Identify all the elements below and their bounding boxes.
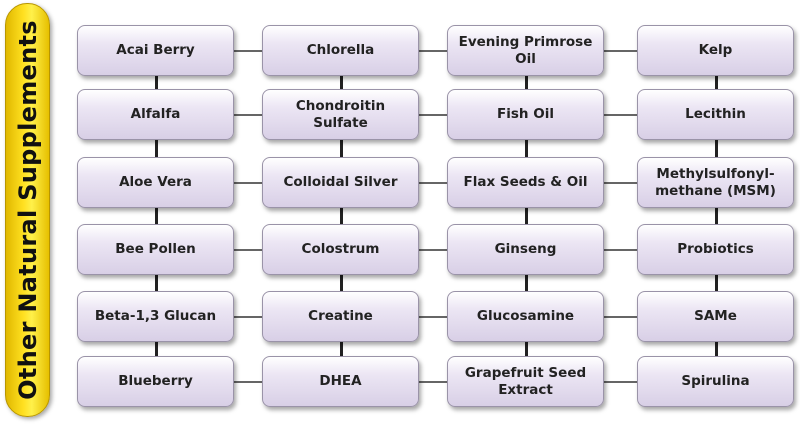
vertical-connector [714, 76, 718, 89]
vertical-connector [154, 342, 158, 356]
vertical-connector [524, 342, 528, 356]
supplement-box: Alfalfa [77, 89, 234, 140]
supplement-box: Lecithin [637, 89, 794, 140]
vertical-connector [714, 140, 718, 157]
horizontal-connector [234, 181, 262, 184]
supplement-box: Colostrum [262, 224, 419, 275]
horizontal-connector [234, 248, 262, 251]
supplement-box: Chondroitin Sulfate [262, 89, 419, 140]
supplement-box: Kelp [637, 25, 794, 76]
horizontal-connector [604, 181, 637, 184]
vertical-connector [339, 275, 343, 291]
horizontal-connector [419, 380, 447, 383]
supplement-box: Chlorella [262, 25, 419, 76]
vertical-connector [154, 275, 158, 291]
vertical-connector [714, 208, 718, 224]
vertical-connector [714, 342, 718, 356]
horizontal-connector [234, 380, 262, 383]
horizontal-connector [604, 248, 637, 251]
vertical-connector [154, 208, 158, 224]
horizontal-connector [419, 248, 447, 251]
category-banner: Other Natural Supplements [5, 3, 50, 417]
horizontal-connector [604, 49, 637, 52]
vertical-connector [154, 76, 158, 89]
vertical-connector [339, 76, 343, 89]
supplement-box: Evening Primrose Oil [447, 25, 604, 76]
horizontal-connector [419, 113, 447, 116]
horizontal-connector [234, 49, 262, 52]
supplement-box: Bee Pollen [77, 224, 234, 275]
supplement-box: Colloidal Silver [262, 157, 419, 208]
horizontal-connector [419, 181, 447, 184]
supplement-box: SAMe [637, 291, 794, 342]
supplement-box: DHEA [262, 356, 419, 407]
supplement-box: Grapefruit Seed Extract [447, 356, 604, 407]
horizontal-connector [234, 113, 262, 116]
vertical-connector [339, 342, 343, 356]
supplement-box: Creatine [262, 291, 419, 342]
supplement-box: Beta-1,3 Glucan [77, 291, 234, 342]
vertical-connector [714, 275, 718, 291]
horizontal-connector [604, 315, 637, 318]
horizontal-connector [604, 380, 637, 383]
horizontal-connector [234, 315, 262, 318]
supplement-box: Fish Oil [447, 89, 604, 140]
vertical-connector [524, 76, 528, 89]
vertical-connector [524, 208, 528, 224]
supplement-box: Flax Seeds & Oil [447, 157, 604, 208]
horizontal-connector [604, 113, 637, 116]
supplement-box: Spirulina [637, 356, 794, 407]
vertical-connector [524, 140, 528, 157]
vertical-connector [339, 208, 343, 224]
supplement-box: Probiotics [637, 224, 794, 275]
vertical-connector [154, 140, 158, 157]
horizontal-connector [419, 49, 447, 52]
supplement-box: Acai Berry [77, 25, 234, 76]
vertical-connector [339, 140, 343, 157]
vertical-connector [524, 275, 528, 291]
horizontal-connector [419, 315, 447, 318]
supplement-box: Methylsulfonyl-methane (MSM) [637, 157, 794, 208]
supplement-box: Blueberry [77, 356, 234, 407]
supplement-box: Ginseng [447, 224, 604, 275]
supplement-box: Aloe Vera [77, 157, 234, 208]
supplement-box: Glucosamine [447, 291, 604, 342]
category-title: Other Natural Supplements [13, 20, 42, 400]
